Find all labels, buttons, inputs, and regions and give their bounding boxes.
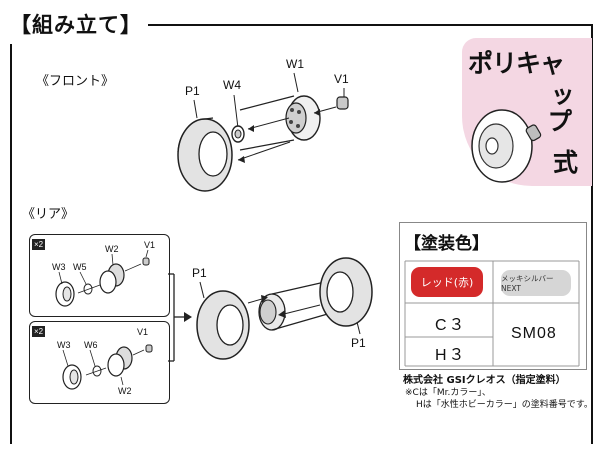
front-label-p1: P1 [185,84,200,98]
paint-maker-note: 株式会社 GSIクレオス（指定塗料） [403,375,566,386]
quantity-badge-top: ×2 [32,239,45,250]
polycap-title-line2: ップ [544,84,573,132]
rear-bottom-label-w6: W6 [84,340,98,350]
rear-top-label-v1: V1 [144,240,156,250]
rear-top-label-w2: W2 [105,244,119,254]
paint-code-c: C３ [435,317,467,334]
paint-table-title: 【塗装色】 [404,234,489,254]
polycap-title-line1: ポリキャ [468,49,565,78]
polycap-title-line3: 式 [553,148,578,177]
rear-bottom-label-w3: W3 [57,340,71,350]
rear-label-p1-left: P1 [192,266,207,280]
rear-subassembly-top [29,234,170,317]
page-title: 【組み立て】 [10,4,148,44]
polycap-badge [462,38,592,186]
polycap-illustration [471,109,542,183]
rear-bottom-label-v1: V1 [137,327,149,337]
paint-code-h: H３ [435,347,467,364]
front-label-w1: W1 [286,57,304,71]
quantity-badge-bottom: ×2 [32,326,45,337]
rear-top-label-w5: W5 [73,262,87,272]
rear-label-p1-right: P1 [351,336,366,350]
chrome-silver-color-chip: メッキシルバーNEXT [501,270,571,296]
front-section-label: 《フロント》 [36,74,115,89]
frame-top-line [10,24,592,26]
frame-left-line [10,24,12,444]
paint-note-line2: Hは「水性ホビーカラー」の塗料番号です。 [416,400,593,410]
rear-subassembly-bottom [29,321,170,404]
rear-section-label: 《リア》 [22,207,75,222]
front-label-w4: W4 [223,78,241,92]
paint-note-line1: ※Cは「Mr.カラー」、 [405,388,491,398]
frame-right-line [591,24,593,444]
rear-top-label-w3: W3 [52,262,66,272]
front-label-v1: V1 [334,72,349,86]
rear-bottom-label-w2: W2 [118,386,132,396]
paint-code-sm: SM08 [511,325,557,342]
red-color-chip: レッド(赤) [411,267,483,297]
